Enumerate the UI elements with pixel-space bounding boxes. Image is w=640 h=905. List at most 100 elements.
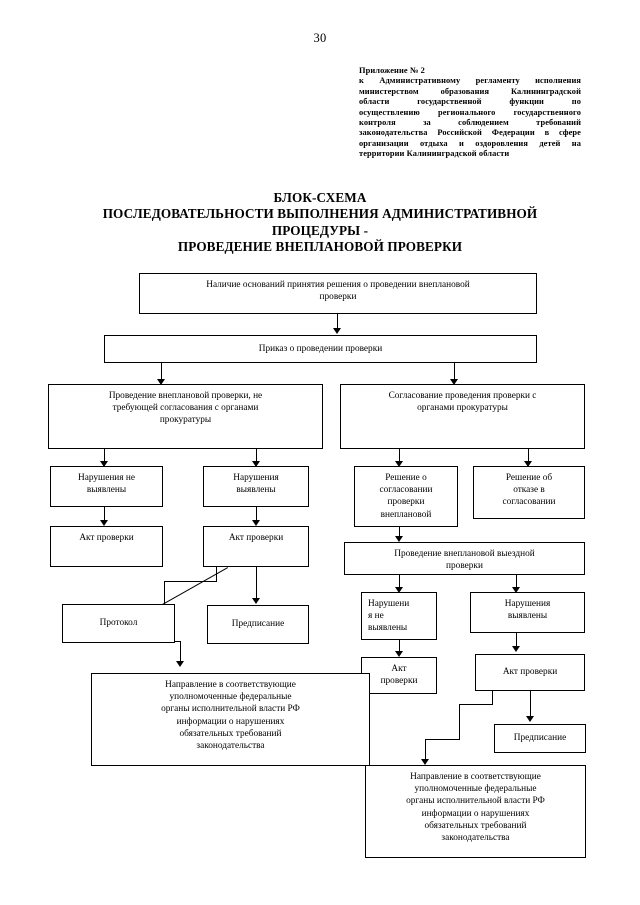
node-approval-with-prosecutor-line-1: органами прокуратуры bbox=[417, 403, 508, 414]
node-referral-left-line-4: обязательных требований bbox=[179, 728, 282, 739]
page-number: 30 bbox=[313, 31, 327, 45]
arrow-approve-to-onsite-head bbox=[395, 536, 403, 542]
node-grounds: Наличие оснований принятия решения о про… bbox=[139, 273, 537, 314]
arrow-to-referral-right-head bbox=[421, 759, 429, 765]
arrow-act2-to-prescription-line bbox=[256, 567, 257, 600]
arrow-onsite-to-found-line bbox=[516, 575, 517, 590]
appendix-line-0: Приложение № 2 bbox=[359, 66, 425, 75]
node-grounds-line-0: Наличие оснований принятия решения о про… bbox=[206, 280, 470, 290]
appendix-line-4: осуществлению регионального государствен… bbox=[359, 107, 581, 117]
node-protocol-line-0: Протокол bbox=[99, 618, 138, 629]
node-referral-right-line-3: информации о нарушениях bbox=[421, 808, 530, 819]
arrow-foundright-to-act-head bbox=[512, 646, 520, 652]
node-referral-left-line-1: уполномоченные федеральные bbox=[169, 692, 292, 703]
node-violations-none-right-line-2: выявлены bbox=[368, 623, 408, 634]
arrow-approval-to-approve-line bbox=[399, 449, 400, 463]
node-violations-none-right-line-0: Нарушени bbox=[368, 599, 410, 609]
arrow-onsite-to-none-head bbox=[395, 587, 403, 593]
arrow-act2-to-prescription-head bbox=[252, 598, 260, 604]
node-referral-left-line-5: законодательства bbox=[196, 741, 265, 752]
node-prescription-right: Предписание bbox=[494, 724, 586, 753]
node-grounds-line-1: проверки bbox=[319, 292, 357, 303]
node-decision-approve-line-1: согласовании bbox=[379, 485, 433, 496]
node-violations-none-left: Нарушения не выявлены bbox=[50, 466, 163, 507]
node-violations-found-right: Нарушения выявлены bbox=[470, 592, 585, 633]
node-violations-none-left-line-0: Нарушения не bbox=[78, 473, 135, 483]
node-act-left-1: Акт проверки bbox=[50, 526, 163, 567]
arrow-actright-to-prescription-head bbox=[526, 716, 534, 722]
node-prescription-right-line-0: Предписание bbox=[513, 733, 567, 744]
arrow-onsite-to-none-line bbox=[399, 575, 400, 590]
title-line-2: ПРОЦЕДУРЫ - bbox=[271, 222, 369, 238]
node-prescription-left: Предписание bbox=[207, 605, 309, 644]
title-line-1: ПОСЛЕДОВАТЕЛЬНОСТИ ВЫПОЛНЕНИЯ АДМИНИСТРА… bbox=[102, 206, 538, 222]
arrow-approval-to-approve-head bbox=[395, 461, 403, 467]
arrow-order-to-right-head bbox=[450, 379, 458, 385]
node-prescription-left-line-0: Предписание bbox=[231, 619, 285, 630]
node-referral-left: Направление в соответствующие уполномоче… bbox=[91, 673, 370, 766]
elbow-act2-left-1 bbox=[164, 581, 217, 582]
node-decision-refuse: Решение об отказе в согласовании bbox=[473, 466, 585, 519]
node-decision-approve-line-3: внеплановой bbox=[380, 509, 432, 520]
node-decision-approve-line-0: Решение о bbox=[385, 473, 427, 483]
arrow-onsite-to-found-head bbox=[512, 587, 520, 593]
node-no-approval-needed-line-2: прокуратуры bbox=[159, 415, 212, 426]
arrow-approve-to-onsite-line bbox=[399, 527, 400, 540]
arrow-found-to-act2-line bbox=[256, 507, 257, 522]
appendix-header: Приложение № 2 к Административному регла… bbox=[359, 66, 581, 160]
node-act-right-2-line-0: Акт проверки bbox=[502, 667, 558, 678]
node-violations-found-left: Нарушения выявлены bbox=[203, 466, 309, 507]
node-decision-approve: Решение о согласовании проверки внеплано… bbox=[354, 466, 458, 527]
node-violations-none-right: Нарушени я не выявлены bbox=[361, 592, 437, 640]
appendix-line-1: к Административному регламенту исполнени… bbox=[359, 76, 581, 86]
appendix-line-7: организации отдыха и оздоровления детей … bbox=[359, 138, 581, 148]
arrow-none-to-act1-head bbox=[100, 520, 108, 526]
node-referral-right-line-5: законодательства bbox=[441, 833, 510, 844]
node-referral-right-line-0: Направление в соответствующие bbox=[410, 772, 541, 782]
node-decision-approve-line-2: проверки bbox=[387, 497, 425, 508]
arrow-order-to-left-line bbox=[161, 363, 162, 381]
arrow-found-to-act2-head bbox=[252, 520, 260, 526]
appendix-line-8: территории Калининградской области bbox=[359, 149, 510, 159]
node-violations-found-right-line-1: выявлены bbox=[507, 611, 548, 622]
node-no-approval-needed: Проведение внеплановой проверки, не треб… bbox=[48, 384, 323, 449]
arrow-noapproval-to-none-head bbox=[100, 461, 108, 467]
arrow-approval-to-refuse-line bbox=[528, 449, 529, 463]
node-violations-none-right-line-1: я не bbox=[368, 611, 384, 622]
node-referral-right: Направление в соответствующие уполномоче… bbox=[365, 765, 586, 858]
title-line-3: ПРОВЕДЕНИЕ ВНЕПЛАНОВОЙ ПРОВЕРКИ bbox=[177, 238, 463, 254]
node-approval-with-prosecutor: Согласование проведения проверки с орган… bbox=[340, 384, 585, 449]
arrow-order-to-left-head bbox=[157, 379, 165, 385]
node-decision-refuse-line-1: отказе в bbox=[513, 485, 545, 496]
appendix-line-6: законодательства Российской Федерации в … bbox=[359, 128, 581, 138]
node-referral-right-line-2: органы исполнительной власти РФ bbox=[406, 796, 545, 807]
arrow-grounds-to-order-head bbox=[333, 328, 341, 334]
node-violations-found-left-line-1: выявлены bbox=[236, 485, 276, 496]
node-onsite-check-line-0: Проведение внеплановой выездной bbox=[394, 549, 535, 559]
node-onsite-check: Проведение внеплановой выездной проверки bbox=[344, 542, 585, 575]
node-referral-left-line-3: информации о нарушениях bbox=[176, 716, 285, 727]
document-title: БЛОК-СХЕМА ПОСЛЕДОВАТЕЛЬНОСТИ ВЫПОЛНЕНИЯ… bbox=[60, 190, 580, 255]
node-violations-found-right-line-0: Нарушения bbox=[504, 599, 551, 609]
arrow-act2-to-protocol-line bbox=[157, 567, 228, 608]
node-act-right-1-line-0: Акт bbox=[391, 664, 407, 674]
node-approval-with-prosecutor-line-0: Согласование проведения проверки с bbox=[388, 391, 537, 401]
arrow-noapproval-to-found-line bbox=[256, 449, 257, 463]
node-decision-refuse-line-2: согласовании bbox=[502, 497, 556, 508]
elbow-actright-down-1 bbox=[492, 691, 493, 705]
node-referral-left-line-2: органы исполнительной власти РФ bbox=[161, 704, 300, 715]
node-violations-none-left-line-1: выявлены bbox=[86, 485, 127, 496]
appendix-line-2: министерством образования Калининградско… bbox=[359, 86, 581, 96]
node-decision-refuse-line-0: Решение об bbox=[505, 473, 553, 483]
node-act-left-1-line-0: Акт проверки bbox=[79, 533, 134, 543]
elbow-actright-down-2 bbox=[459, 704, 460, 740]
node-referral-left-line-0: Направление в соответствующие bbox=[165, 680, 296, 690]
node-order: Приказ о проведении проверки bbox=[104, 335, 537, 363]
node-no-approval-needed-line-0: Проведение внеплановой проверки, не bbox=[108, 391, 263, 401]
elbow-actright-left-1 bbox=[459, 704, 493, 705]
node-referral-right-line-1: уполномоченные федеральные bbox=[414, 784, 537, 795]
arrow-to-referral-left-head bbox=[176, 661, 184, 667]
arrow-noapproval-to-none-line bbox=[104, 449, 105, 463]
node-onsite-check-line-1: проверки bbox=[446, 561, 483, 572]
